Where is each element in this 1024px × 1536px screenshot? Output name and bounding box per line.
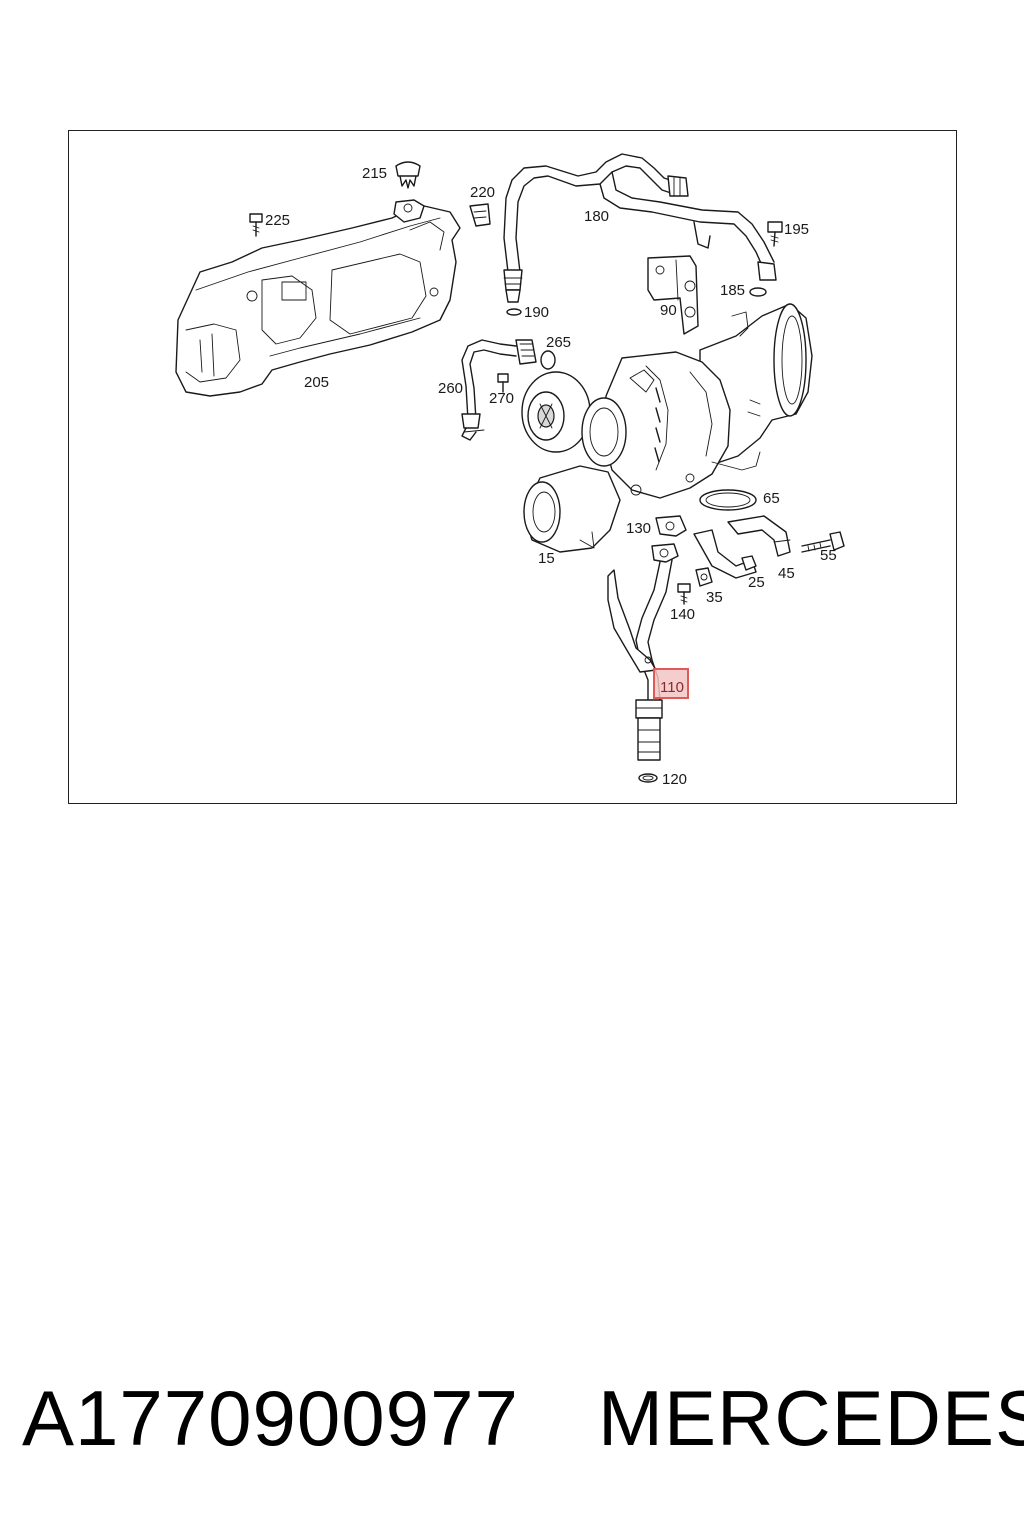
oil-line-180-drawing bbox=[503, 153, 777, 316]
label-90: 90 bbox=[660, 302, 677, 319]
clamp-45-drawing bbox=[693, 515, 791, 579]
brand-name: MERCEDES bbox=[598, 1374, 1024, 1462]
footer: A1770900977 MERCEDES bbox=[0, 1370, 1024, 1470]
label-140: 140 bbox=[670, 606, 695, 623]
label-130: 130 bbox=[626, 520, 651, 537]
label-65: 65 bbox=[763, 490, 780, 507]
bracket-130-drawing bbox=[655, 515, 687, 537]
label-215: 215 bbox=[362, 165, 387, 182]
label-55: 55 bbox=[820, 547, 837, 564]
bracket-220-drawing bbox=[469, 203, 491, 227]
bolt-55-drawing bbox=[801, 531, 845, 553]
label-110-highlighted: 110 bbox=[660, 679, 684, 696]
label-220: 220 bbox=[470, 184, 495, 201]
label-190: 190 bbox=[524, 304, 549, 321]
label-195: 195 bbox=[784, 221, 809, 238]
oil-return-pipe-110-drawing bbox=[607, 543, 679, 783]
diagram-frame bbox=[68, 130, 957, 804]
bolt-225-drawing bbox=[249, 213, 263, 237]
label-270: 270 bbox=[489, 390, 514, 407]
gasket-65-drawing bbox=[699, 489, 757, 511]
bolt-140-drawing bbox=[677, 583, 691, 605]
nut-25-drawing bbox=[741, 555, 757, 571]
label-225: 225 bbox=[265, 212, 290, 229]
clip-215-drawing bbox=[395, 161, 421, 189]
label-265: 265 bbox=[546, 334, 571, 351]
label-35: 35 bbox=[706, 589, 723, 606]
part-labels: 215 220 225 180 195 190 90 185 205 265 2… bbox=[265, 165, 837, 788]
label-45: 45 bbox=[778, 565, 795, 582]
bracket-90-drawing bbox=[647, 255, 699, 335]
coolant-line-260-drawing bbox=[461, 339, 556, 441]
heat-shield-drawing bbox=[175, 199, 461, 397]
label-25: 25 bbox=[748, 574, 765, 591]
label-15: 15 bbox=[538, 550, 555, 567]
label-120: 120 bbox=[662, 771, 687, 788]
label-260: 260 bbox=[438, 380, 463, 397]
turbocharger-drawing bbox=[521, 303, 813, 553]
part-number: A1770900977 bbox=[22, 1374, 519, 1462]
label-205: 205 bbox=[304, 374, 329, 391]
label-185: 185 bbox=[720, 282, 745, 299]
label-180: 180 bbox=[584, 208, 609, 225]
bolt-195-drawing bbox=[767, 221, 783, 247]
highlight-box-110 bbox=[653, 668, 689, 699]
nut-35-drawing bbox=[695, 567, 713, 587]
